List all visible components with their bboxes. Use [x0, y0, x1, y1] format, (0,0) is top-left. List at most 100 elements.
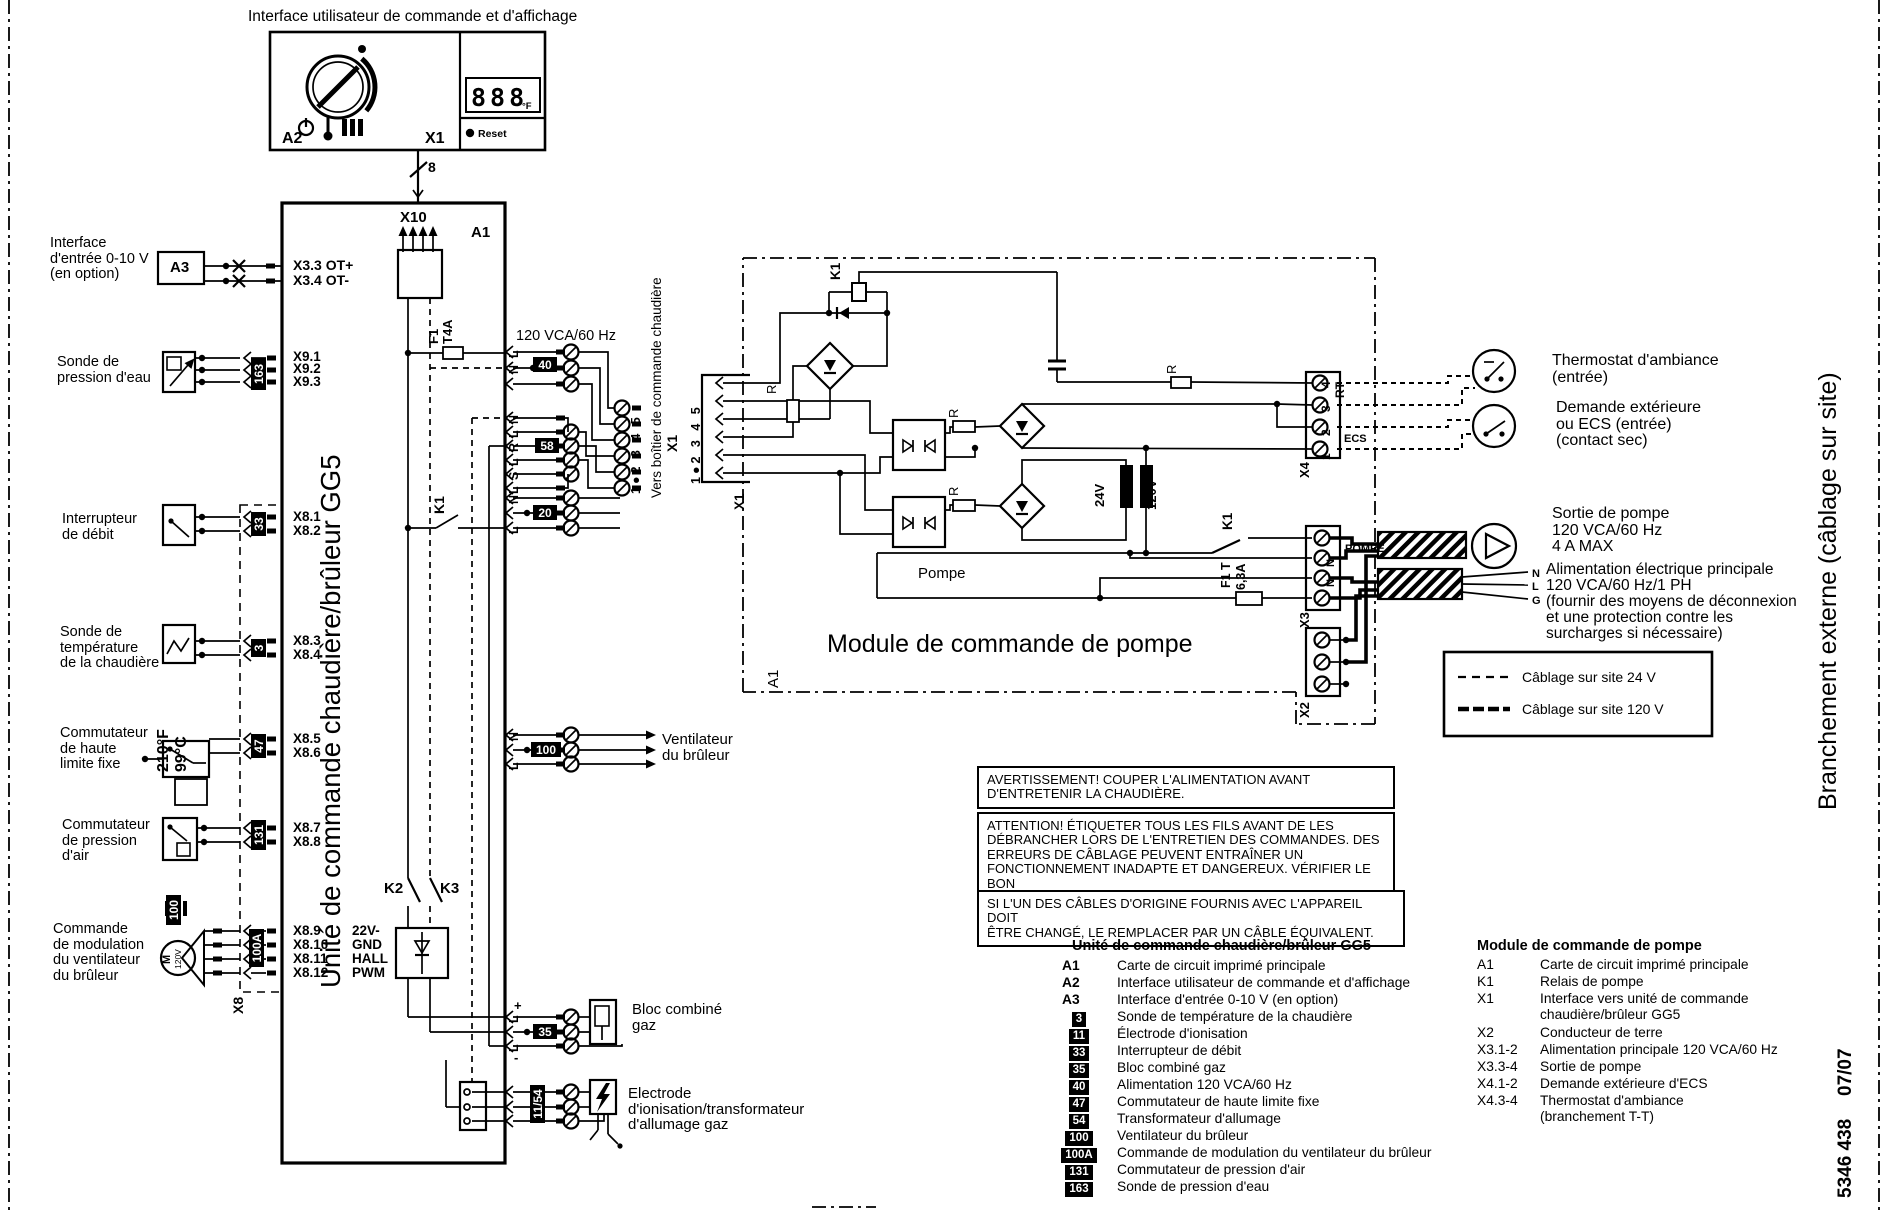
- legend-item-code: A1: [1062, 958, 1080, 973]
- warning-box-1: AVERTISSEMENT! COUPER L'ALIMENTATION AVA…: [977, 766, 1395, 809]
- module-pompe: Pompe: [918, 565, 966, 582]
- x4-ecs: ECS: [1344, 433, 1367, 445]
- limit-setpoint-f: 210°F: [155, 729, 172, 772]
- main-fuse: F1: [426, 329, 441, 344]
- motor-voltage: 120V: [173, 949, 183, 969]
- legend-item-tag: 33: [1068, 1046, 1090, 1061]
- tag-40: 40: [533, 357, 557, 372]
- letter-a-l: L: [507, 350, 521, 358]
- temp-terminals: X8.3 X8.4: [293, 633, 321, 662]
- letter-b3: R: [507, 443, 521, 452]
- fan-label: Commande de modulation du ventilateur du…: [53, 921, 145, 984]
- air-terminals: X8.7 X8.8: [293, 820, 321, 849]
- main-a1: A1: [471, 224, 490, 241]
- tr-120v: 120V: [1144, 479, 1159, 510]
- doc-date: 07/07: [1835, 1048, 1856, 1096]
- svg-text:33: 33: [252, 517, 266, 531]
- legend-120v: Câblage sur site 120 V: [1522, 701, 1664, 717]
- gas-minus: -: [514, 1050, 518, 1065]
- pump-control-module: [700, 257, 1376, 725]
- module-x1-pins: 1●2 3 4 5: [689, 404, 703, 484]
- legend-item-text: Interface utilisateur de commande et d'a…: [1117, 975, 1411, 990]
- ignition-label: Electrode d'ionisation/transformateur d'…: [628, 1085, 805, 1133]
- tag-100-fan: 100: [531, 742, 561, 757]
- legend-item-code: X4.1-2: [1477, 1076, 1518, 1091]
- legend-item-tag: 47: [1068, 1097, 1090, 1112]
- legend-item-tag: 54: [1068, 1114, 1090, 1129]
- letter-b2: L: [507, 430, 521, 438]
- air-label: Commutateur de pression d'air: [62, 817, 150, 864]
- pump-cable: [1376, 530, 1468, 560]
- legend-24v: Câblage sur site 24 V: [1522, 669, 1656, 685]
- burner-fan-label: Ventilateur du brûleur: [662, 731, 733, 764]
- tag-3: 3: [251, 639, 266, 657]
- reset-button-icon: [465, 128, 475, 138]
- motor-m: M: [161, 955, 173, 964]
- display-digits: 888: [471, 83, 528, 112]
- input-air-pressure-switch: [161, 816, 276, 862]
- legend-item-tag: 131: [1065, 1165, 1093, 1180]
- legend-item-text: Thermostat d'ambiance (branchement T-T): [1540, 1093, 1684, 1124]
- rotary-dial-icon: [297, 45, 378, 141]
- a3-label: Interface d'entrée 0-10 V (en option): [50, 235, 149, 282]
- legend-item-text: Électrode d'ionisation: [1117, 1026, 1248, 1041]
- reset-label: Reset: [478, 128, 507, 140]
- mains-letter-l: L: [1532, 581, 1539, 593]
- tag-58: 58: [535, 438, 559, 453]
- terminal-stack-20: [505, 489, 620, 537]
- module-r1: R: [764, 385, 779, 394]
- svg-labels: A1 X10 Unité de commande chaudière/brûle…: [155, 209, 1856, 1198]
- mains-cable: [1376, 567, 1464, 601]
- fan-signals: 22V- GND HALL PWM: [352, 923, 388, 980]
- module-x1: X1: [732, 493, 747, 510]
- module-r3: R: [946, 487, 961, 496]
- legend-item-code: X4.3-4: [1477, 1093, 1518, 1108]
- legend-item-code: X2: [1477, 1025, 1494, 1040]
- x3-n2: N: [1325, 559, 1337, 567]
- svg-text:47: 47: [252, 739, 266, 753]
- field-wiring: N L G: [1330, 348, 1541, 664]
- tag-11-54: 11/54: [530, 1085, 545, 1123]
- legend-item-code: A2: [1062, 975, 1080, 990]
- legend-item-code: X3.1-2: [1477, 1042, 1518, 1057]
- page-header: Interface utilisateur de commande et d'a…: [248, 8, 578, 25]
- interface-cable: 8: [409, 150, 436, 203]
- x4-id: X4: [1297, 461, 1312, 478]
- fan-terminals: X8.9 X8.10 X8.11 X8.12: [293, 923, 329, 980]
- water-label: Sonde de pression d'eau: [57, 354, 151, 386]
- tag-131: 131: [251, 820, 266, 850]
- letter-b4: L: [507, 458, 521, 466]
- x4-pins: 1 2 3 4: [1319, 374, 1333, 460]
- legend-item-text: Carte de circuit imprimé principale: [1117, 958, 1326, 973]
- module-fuse-rating: 6,3A: [1234, 564, 1248, 590]
- gas-block-label: Bloc combiné gaz: [632, 1001, 723, 1034]
- legend-item-tag: 3: [1071, 1012, 1087, 1027]
- vers-boitier: Vers boîtier de commande chaudière: [649, 277, 664, 498]
- legend-item-tag: 11: [1068, 1029, 1090, 1044]
- main-k2: K2: [384, 880, 403, 897]
- svg-text:20: 20: [538, 506, 552, 520]
- module-fuse: F1 T: [1219, 562, 1233, 588]
- svg-text:100: 100: [167, 900, 181, 920]
- vers-x1: X1: [664, 435, 680, 452]
- legend-item-text: Interface vers unité de commande chaudiè…: [1540, 991, 1749, 1022]
- limit-label: Commutateur de haute limite fixe: [60, 725, 148, 772]
- letter-b6: L: [507, 486, 521, 494]
- tag-100-motor: 100: [166, 895, 181, 925]
- legend-item-text: Alimentation principale 120 VCA/60 Hz: [1540, 1042, 1778, 1057]
- tag-35: 35: [533, 1024, 557, 1039]
- input-flow-switch: [161, 503, 276, 547]
- svg-text:3: 3: [252, 644, 266, 651]
- svg-text:11/54: 11/54: [531, 1089, 545, 1119]
- legend-item-text: Conducteur de terre: [1540, 1025, 1663, 1040]
- tag-100a: 100A: [249, 929, 264, 967]
- legend-item-code: A1: [1477, 957, 1494, 972]
- limit-terminals: X8.5 X8.6: [293, 731, 321, 760]
- legend-item-code: K1: [1477, 974, 1494, 989]
- sortie-label: Sortie de pompe 120 VCA/60 Hz 4 A MAX: [1552, 505, 1670, 555]
- legend-item-text: Interface d'entrée 0-10 V (en option): [1117, 992, 1339, 1007]
- input-high-limit-switch: [141, 732, 276, 806]
- terminal-stack-ignition: [505, 1078, 623, 1149]
- interface-a2: A2: [282, 130, 303, 147]
- letter-c-l: L: [507, 526, 521, 534]
